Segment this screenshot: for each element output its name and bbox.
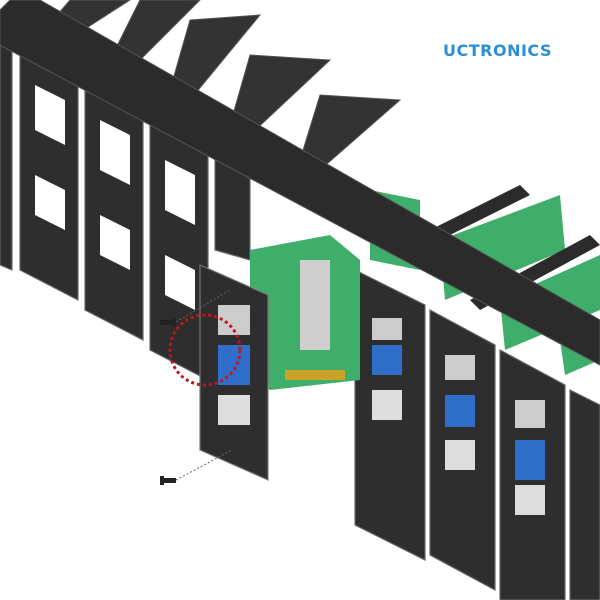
screw-icon [160, 318, 176, 485]
callout-circle-icon [168, 313, 242, 387]
panel-cutouts [35, 85, 195, 310]
ports [372, 318, 545, 515]
rack-rail [0, 0, 600, 366]
brand-logo: UCTRONICS [443, 41, 552, 60]
